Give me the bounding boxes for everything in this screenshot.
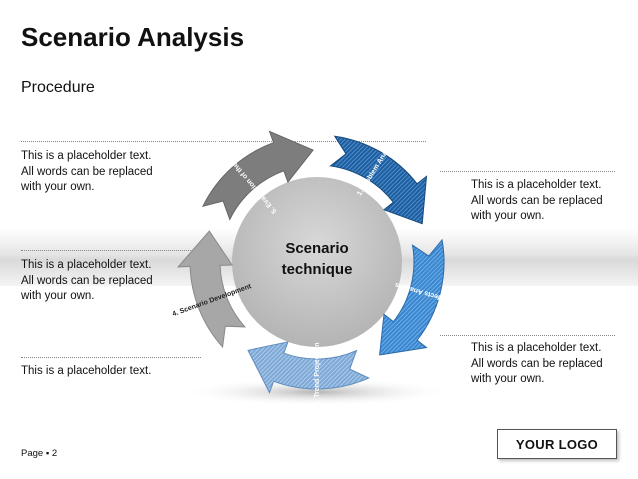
page-bullet: ▪	[45, 448, 50, 459]
placeholder-left-mid: This is a placeholder text. All words ca…	[21, 258, 171, 305]
logo-text: YOUR LOGO	[515, 436, 599, 452]
separator-left-bottom	[21, 357, 201, 358]
placeholder-line: All words can be replaced	[471, 357, 603, 370]
page-indicator: Page ▪ 2	[21, 448, 57, 459]
cycle-arrow-step-2	[379, 238, 445, 356]
placeholder-line: This is a placeholder text.	[21, 259, 152, 271]
separator-right-top	[440, 171, 615, 172]
placeholder-line: This is a placeholder text.	[21, 150, 152, 162]
cycle-arrow-step-3	[247, 341, 370, 394]
cycle-arrow-step-5	[201, 130, 314, 221]
cycle-arrow-step-1	[329, 135, 428, 225]
placeholder-line: All words can be replaced	[21, 274, 153, 287]
placeholder-line: with your own.	[471, 373, 545, 385]
placeholder-right-top: This is a placeholder text. All words ca…	[471, 178, 621, 225]
placeholder-line: This is a placeholder text.	[21, 365, 152, 377]
separator-left-top	[21, 141, 426, 142]
separator-left-mid	[21, 250, 201, 251]
center-label-line2: technique	[282, 261, 353, 278]
logo-box: YOUR LOGO	[497, 429, 617, 459]
placeholder-left-bottom: This is a placeholder text.	[21, 364, 171, 380]
page-label: Page	[21, 448, 44, 459]
placeholder-line: This is a placeholder text.	[471, 179, 602, 191]
placeholder-line: All words can be replaced	[21, 165, 153, 178]
center-label-line1: Scenario	[285, 240, 348, 257]
placeholder-line: This is a placeholder text.	[471, 342, 602, 354]
placeholder-right-bottom: This is a placeholder text. All words ca…	[471, 341, 621, 388]
placeholder-left-top: This is a placeholder text. All words ca…	[21, 149, 171, 196]
page-subtitle: Procedure	[21, 79, 95, 96]
placeholder-line: with your own.	[21, 181, 95, 193]
placeholder-line: with your own.	[471, 210, 545, 222]
diagram-shadow	[182, 378, 452, 406]
page-title: Scenario Analysis	[21, 22, 245, 52]
center-disc	[232, 177, 402, 347]
cycle-step-label-3: 3. Trend Projection	[314, 342, 321, 405]
page-number: 2	[51, 448, 58, 459]
placeholder-line: All words can be replaced	[471, 194, 603, 207]
placeholder-line: with your own.	[21, 290, 95, 302]
cycle-arrow-step-4	[176, 230, 247, 349]
separator-right-bottom	[440, 335, 615, 336]
